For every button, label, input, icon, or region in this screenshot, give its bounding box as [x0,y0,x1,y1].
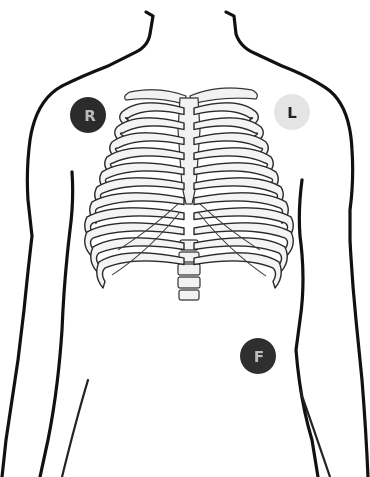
right-ribs [194,103,293,288]
left-waist-line [62,380,88,477]
left-ribs [85,103,184,288]
electrode-r-label: R [84,107,96,125]
right-rib [194,253,281,288]
rib-cage [85,88,294,300]
neck-right-line [226,12,326,88]
electrode-left-leg: F [240,338,276,374]
right-side-arm-outer [326,88,368,477]
neck-left-line [62,12,153,86]
left-rib [97,253,184,288]
electrode-left-arm: L [274,94,310,130]
electrode-l-label: L [287,104,297,122]
electrode-f-label: F [254,348,264,366]
electrode-right-arm: R [70,97,106,133]
left-clavicle [125,90,186,104]
right-clavicle [190,88,257,104]
left-armpit-line [40,172,73,477]
